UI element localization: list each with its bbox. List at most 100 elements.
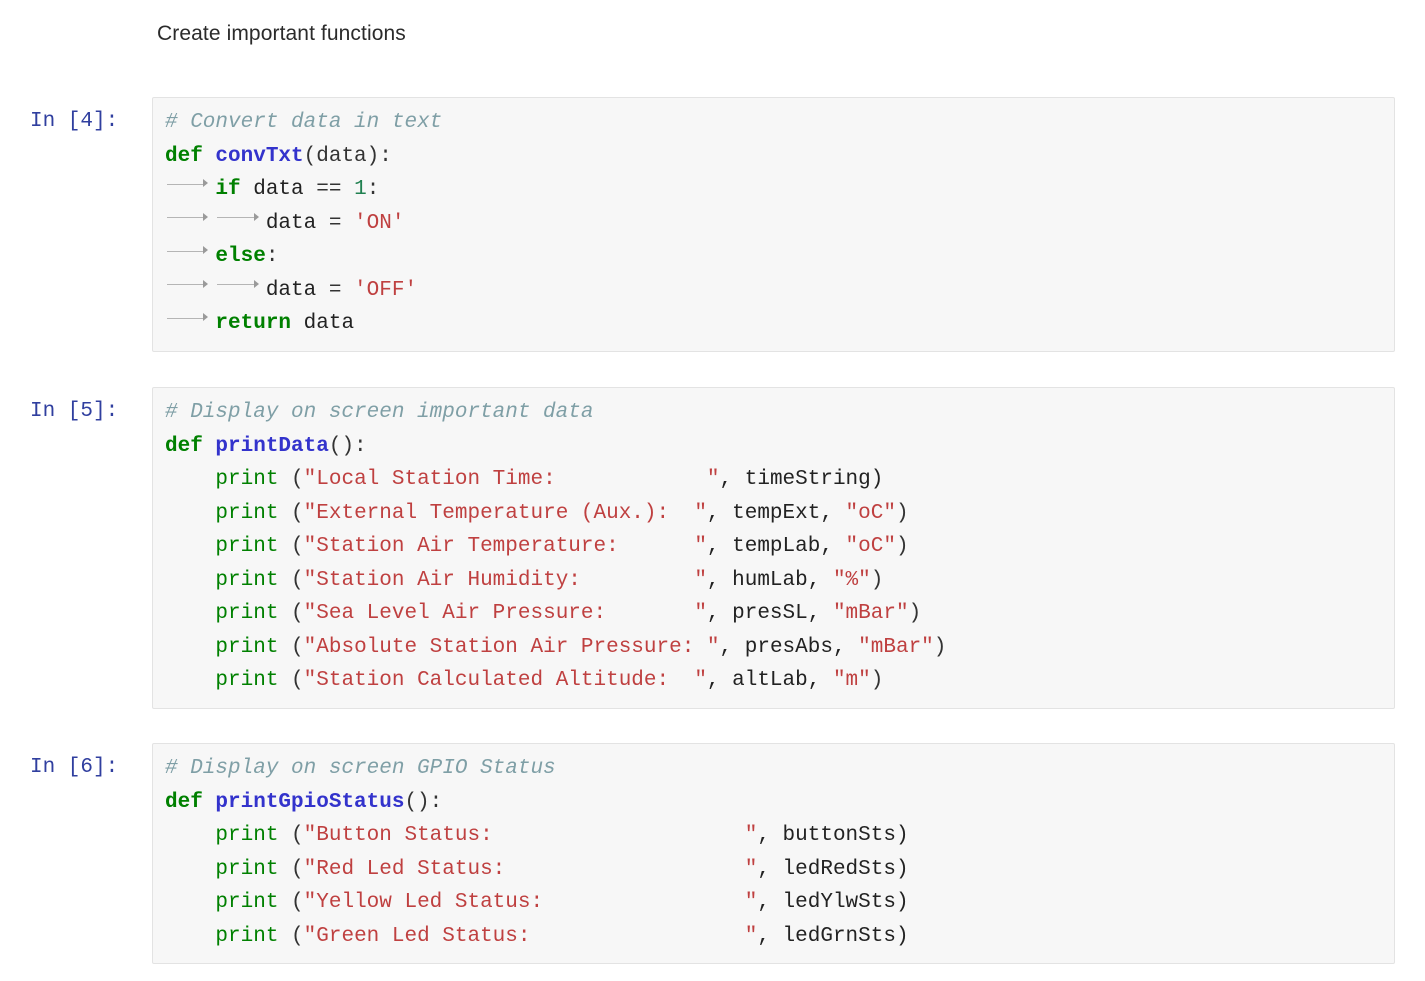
code-token-punct: ( — [278, 824, 304, 847]
code-token-punct: ( — [278, 891, 304, 914]
code-token-punct: ) — [908, 602, 922, 625]
code-token-keyword: return — [215, 312, 292, 335]
code-token-plain — [165, 858, 215, 881]
code-token-string: "Sea Level Air Pressure: " — [303, 602, 707, 625]
code-line: def printData(): — [165, 430, 1388, 464]
code-line: data = 'ON' — [165, 207, 1388, 241]
tab-indent-icon — [165, 274, 215, 295]
code-token-keyword: def — [165, 144, 203, 168]
code-token-plain: , presSL, — [706, 602, 833, 625]
code-token-punct: = — [328, 278, 342, 302]
code-token-punct: ) — [870, 568, 884, 592]
execution-count-prompt: In [6]: — [30, 756, 119, 779]
code-token-plain: , presAbs, — [719, 635, 859, 659]
code-input-area[interactable]: # Display on screen important data def pr… — [152, 387, 1395, 709]
code-token-string: "Yellow Led Status: " — [303, 891, 758, 914]
code-token-comment: # Convert data in text — [165, 111, 443, 134]
execution-count-prompt: In [4]: — [30, 110, 119, 133]
code-token-punct: (data): — [303, 144, 392, 168]
code-token-punct: ( — [278, 602, 304, 625]
code-token-string: 'ON' — [354, 211, 405, 235]
code-token-plain — [341, 212, 354, 235]
code-line: print ("Green Led Status: ", ledGrnSts) — [165, 920, 1388, 954]
code-token-comment: # Display on screen important data — [165, 401, 594, 424]
tab-indent-icon — [165, 173, 215, 194]
code-token-plain: , ledRedSts) — [757, 857, 909, 881]
code-token-plain — [165, 925, 215, 948]
code-line: # Convert data in text — [165, 106, 1388, 140]
code-line: print ("Station Air Temperature: ", temp… — [165, 530, 1388, 564]
code-token-builtin: print — [215, 602, 279, 625]
markdown-cell[interactable]: Create important functions — [157, 20, 1397, 48]
code-token-plain — [341, 178, 354, 201]
code-token-plain — [165, 502, 215, 525]
code-token-plain — [165, 891, 215, 914]
code-token-string: "mBar" — [832, 602, 909, 625]
code-line: print ("Button Status: ", buttonSts) — [165, 819, 1388, 853]
code-token-punct: == — [316, 178, 342, 201]
code-token-plain: , ledGrnSts) — [757, 924, 909, 948]
code-token-punct: = — [328, 211, 342, 235]
code-token-builtin: print — [215, 891, 279, 914]
code-token-builtin: print — [215, 468, 279, 491]
code-token-builtin: print — [215, 924, 279, 948]
code-token-builtin: print — [215, 635, 279, 659]
code-token-string: "Station Air Humidity: " — [303, 568, 707, 592]
code-token-string: "oC" — [845, 501, 896, 525]
code-token-string: "Red Led Status: " — [303, 857, 758, 881]
code-token-plain: data — [291, 312, 355, 335]
code-token-builtin: print — [215, 857, 279, 881]
code-line: # Display on screen GPIO Status — [165, 752, 1388, 786]
code-line: print ("Red Led Status: ", ledRedSts) — [165, 853, 1388, 887]
code-token-punct: ( — [278, 669, 304, 692]
code-line: if data == 1: — [165, 173, 1388, 207]
code-token-plain — [203, 435, 216, 458]
code-token-builtin: print — [215, 824, 279, 847]
code-token-punct: ( — [278, 635, 304, 659]
code-token-string: "Local Station Time: " — [303, 468, 720, 491]
code-token-string: "mBar" — [858, 635, 934, 659]
code-token-plain: data — [265, 211, 329, 235]
code-token-string: "Station Air Temperature: " — [303, 535, 707, 558]
code-token-punct: : — [366, 178, 380, 201]
code-token-plain — [165, 636, 215, 659]
code-line: print ("Yellow Led Status: ", ledYlwSts) — [165, 886, 1388, 920]
code-token-plain — [341, 279, 354, 302]
code-token-plain — [165, 468, 215, 491]
tab-indent-icon — [215, 207, 265, 228]
code-token-punct: ) — [895, 501, 909, 525]
code-token-keyword: if — [215, 178, 241, 201]
code-token-number: 1 — [354, 178, 367, 201]
code-token-string: "m" — [832, 669, 871, 692]
tab-indent-icon — [215, 274, 265, 295]
code-token-string: "%" — [832, 568, 871, 592]
tab-indent-icon — [165, 307, 215, 328]
code-token-plain — [165, 824, 215, 847]
code-token-string: "Button Status: " — [303, 824, 758, 847]
code-line: print ("Local Station Time: ", timeStrin… — [165, 463, 1388, 497]
code-token-keyword: def — [165, 434, 203, 458]
code-token-keyword: def — [165, 790, 203, 814]
code-token-plain — [203, 791, 216, 814]
execution-count-prompt: In [5]: — [30, 400, 119, 423]
code-line: print ("Station Air Humidity: ", humLab,… — [165, 564, 1388, 598]
code-line: print ("Sea Level Air Pressure: ", presS… — [165, 597, 1388, 631]
code-line: print ("External Temperature (Aux.): ", … — [165, 497, 1388, 531]
code-token-punct: ( — [278, 535, 304, 558]
code-token-string: "External Temperature (Aux.): " — [303, 501, 707, 525]
code-token-plain: data — [240, 178, 317, 201]
code-token-punct: ( — [278, 501, 304, 525]
code-token-plain — [165, 669, 215, 692]
code-token-plain: , buttonSts) — [757, 824, 909, 847]
code-token-string: 'OFF' — [354, 278, 418, 302]
code-token-punct: ) — [933, 635, 947, 659]
code-line: def printGpioStatus(): — [165, 786, 1388, 820]
code-token-plain — [165, 535, 215, 558]
code-token-punct: ( — [278, 857, 304, 881]
code-token-punct: ( — [278, 468, 304, 491]
code-token-punct: (): — [328, 434, 367, 458]
code-line: return data — [165, 307, 1388, 341]
